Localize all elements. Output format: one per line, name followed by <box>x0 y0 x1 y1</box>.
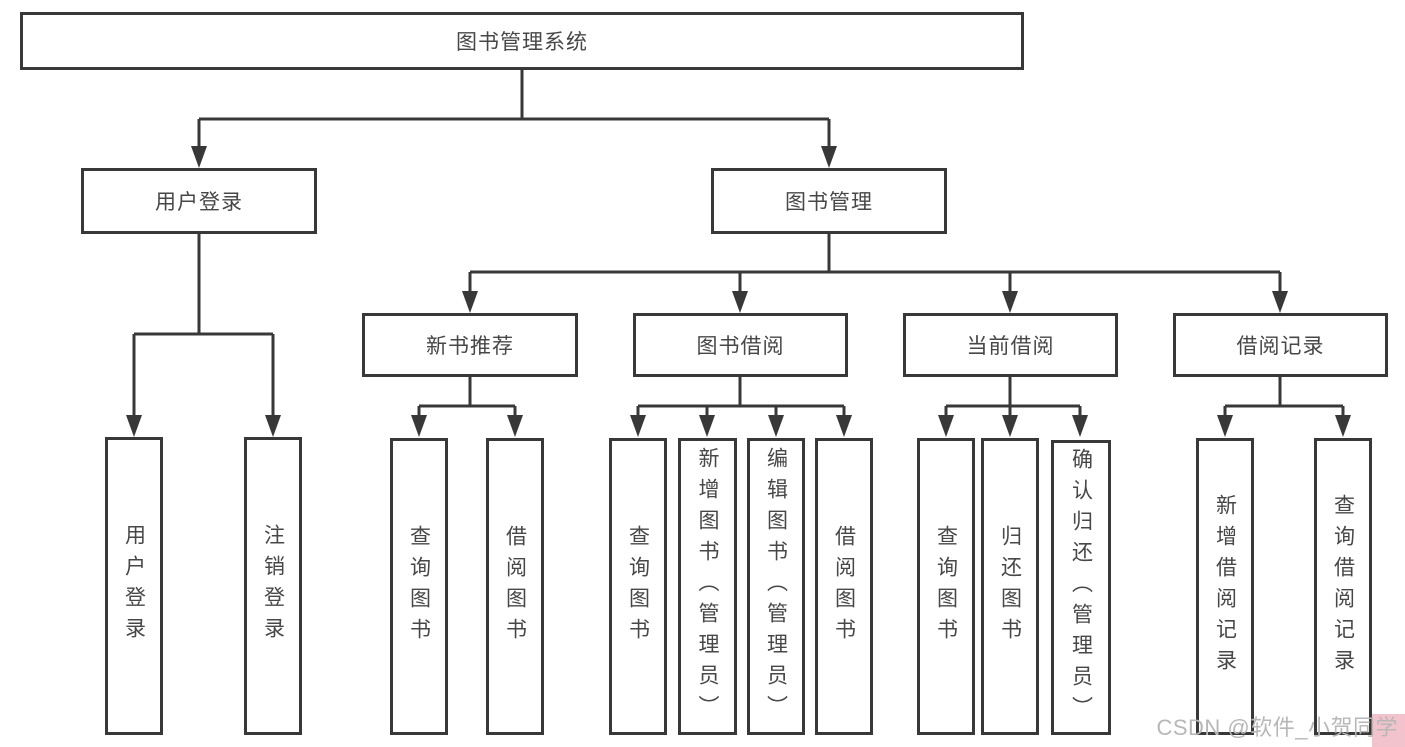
arrowhead <box>462 291 478 313</box>
connector-current-borrow-children <box>944 377 1082 419</box>
leaf-bb-query-books-label: 查询图书 <box>626 524 650 649</box>
leaf-nbr-borrow-books-label: 借阅图书 <box>503 524 527 649</box>
node-current-borrow-label: 当前借阅 <box>966 335 1055 358</box>
leaf-logout: 注销登录 <box>244 437 302 735</box>
leaf-cb-confirm-return-admin: 确认归还（管理员） <box>1051 440 1111 735</box>
arrowhead <box>630 415 646 437</box>
leaf-br-add-record: 新增借阅记录 <box>1196 438 1254 735</box>
leaf-br-query-record-label: 查询借阅记录 <box>1331 493 1355 680</box>
leaf-bb-add-books-admin-label: 新增图书（管理员） <box>696 447 719 726</box>
node-borrow-records-label: 借阅记录 <box>1236 335 1325 358</box>
leaf-user-login: 用户登录 <box>105 437 163 735</box>
arrowhead <box>507 415 523 437</box>
node-new-book-recommend-label: 新书推荐 <box>426 335 514 358</box>
node-root-label: 图书管理系统 <box>456 31 588 54</box>
leaf-cb-return-books-label: 归还图书 <box>998 524 1022 649</box>
watermark-accent-block <box>1372 714 1405 747</box>
leaf-logout-label: 注销登录 <box>261 524 285 648</box>
leaf-user-login-label: 用户登录 <box>122 524 146 648</box>
leaf-br-add-record-label: 新增借阅记录 <box>1213 493 1237 680</box>
leaf-bb-borrow-books: 借阅图书 <box>815 438 873 735</box>
node-user-login-label: 用户登录 <box>155 191 243 214</box>
connector-user-login-children <box>132 234 275 419</box>
arrowhead <box>191 146 207 168</box>
node-book-borrow: 图书借阅 <box>633 313 848 377</box>
leaf-bb-query-books: 查询图书 <box>609 438 667 735</box>
connector-root-to-level2 <box>197 70 831 150</box>
leaf-cb-query-books: 查询图书 <box>917 438 975 735</box>
leaf-bb-edit-books-admin-label: 编辑图书（管理员） <box>764 447 788 726</box>
leaf-nbr-borrow-books: 借阅图书 <box>486 438 544 735</box>
arrowhead <box>821 146 837 168</box>
node-book-management-label: 图书管理 <box>785 191 873 214</box>
leaf-bb-add-books-admin: 新增图书（管理员） <box>678 438 737 735</box>
node-root: 图书管理系统 <box>20 12 1024 70</box>
leaf-bb-edit-books-admin: 编辑图书（管理员） <box>747 438 805 735</box>
arrowhead <box>1335 415 1351 437</box>
node-user-login: 用户登录 <box>81 168 317 234</box>
node-book-management: 图书管理 <box>711 168 947 234</box>
arrowhead <box>126 415 142 437</box>
node-borrow-records: 借阅记录 <box>1173 313 1388 377</box>
arrowhead <box>265 415 281 437</box>
connector-lines <box>132 70 1345 419</box>
arrowhead <box>836 415 852 437</box>
arrowhead <box>1272 291 1288 313</box>
arrowhead <box>732 291 748 313</box>
leaf-cb-query-books-label: 查询图书 <box>934 524 958 649</box>
node-new-book-recommend: 新书推荐 <box>362 313 578 377</box>
connector-new-book-children <box>417 377 517 419</box>
arrowhead <box>1072 415 1088 437</box>
leaf-nbr-query-books-label: 查询图书 <box>407 524 431 649</box>
arrowhead <box>699 415 715 437</box>
arrowheads <box>126 146 1351 437</box>
watermark: CSDN @软件_小贺同学 <box>1156 715 1398 740</box>
leaf-bb-borrow-books-label: 借阅图书 <box>832 524 856 649</box>
arrowhead <box>768 415 784 437</box>
leaf-cb-confirm-return-admin-label: 确认归还（管理员） <box>1069 448 1093 727</box>
arrowhead <box>1002 415 1018 437</box>
leaf-nbr-query-books: 查询图书 <box>390 438 448 735</box>
arrowhead <box>411 415 427 437</box>
node-current-borrow: 当前借阅 <box>903 313 1118 377</box>
leaf-br-query-record: 查询借阅记录 <box>1314 438 1372 735</box>
arrowhead <box>1002 291 1018 313</box>
connector-book-borrow-children <box>636 377 846 419</box>
node-book-borrow-label: 图书借阅 <box>696 335 785 358</box>
connector-borrow-records-children <box>1223 377 1345 419</box>
connector-book-mgmt-children <box>468 234 1282 295</box>
arrowhead <box>1217 415 1233 437</box>
leaf-cb-return-books: 归还图书 <box>981 438 1039 735</box>
arrowhead <box>938 415 954 437</box>
